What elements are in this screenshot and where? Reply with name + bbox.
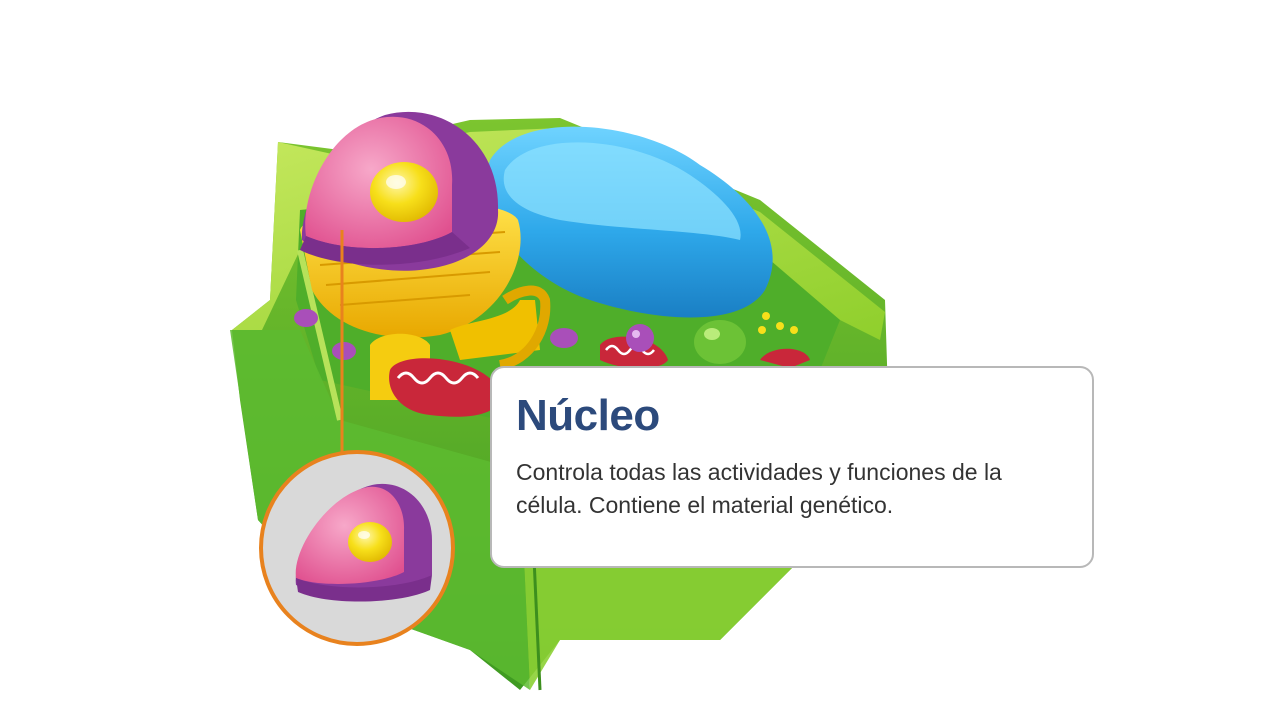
vesicles <box>294 309 798 360</box>
nucleus <box>300 111 499 271</box>
organelle-title: Núcleo <box>516 391 660 440</box>
vacuole <box>486 126 773 318</box>
chloroplast <box>694 320 746 364</box>
organelle-description: Controla todas las actividades y funcion… <box>516 459 1002 518</box>
nucleus-info-card: Núcleo Controla todas las actividades y … <box>490 366 1094 568</box>
nucleus-hotspot[interactable] <box>259 450 455 646</box>
nucleus-thumbnail <box>295 483 432 602</box>
lysosome <box>626 324 654 352</box>
